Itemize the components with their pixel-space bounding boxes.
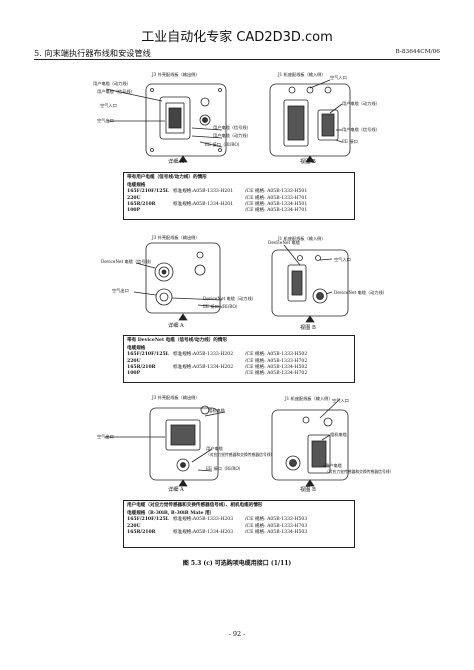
spec-box-3: 用户电缆（对应力觉传感器和交换传感器信号线）、相机电缆的情形 电缆规格（R-30… bbox=[123, 500, 355, 548]
label-air-outlet-3: 空气出口 bbox=[97, 434, 114, 439]
spec-box-title: 用户电缆（对应力觉传感器和交换传感器信号线）、相机电缆的情形 bbox=[127, 503, 263, 508]
view-b-3: 视图 B bbox=[300, 487, 316, 493]
label-air-outlet-2: 空气出口 bbox=[112, 288, 129, 293]
j3-panel-2 bbox=[145, 242, 221, 314]
j3-title-3: J3 外壳配线板（输出侧） bbox=[152, 395, 200, 400]
label-user-cable-right: 用户电缆 bbox=[325, 463, 342, 468]
header-rule bbox=[34, 59, 440, 60]
label-camera-right: 相机电缆 bbox=[330, 432, 347, 437]
label-user-signal: 用户电缆（信号线） bbox=[97, 89, 135, 94]
j1-title-1: J1 机座配线板（输入侧） bbox=[278, 72, 326, 77]
section-heading: 5. 向末端执行器布线和安设管线 bbox=[34, 48, 151, 58]
view-b-1: 视图 B bbox=[300, 159, 316, 165]
label-air-inlet-left: 空气入口 bbox=[100, 103, 117, 108]
label-sensor-note: （对应力觉传感器和交换传感器信号线） bbox=[206, 452, 275, 457]
label-ee-interface: EE 接口（RI/RO） bbox=[205, 142, 242, 147]
document-id: B-83644CM/06 bbox=[395, 49, 440, 55]
label-air-outlet: 空气出口 bbox=[97, 118, 114, 123]
spec-row: 220U/CE 规格: A05B-1333-H703 bbox=[127, 523, 308, 529]
detail-a-2: 详细 A bbox=[168, 323, 184, 329]
label-devicenet-signal: DeviceNet 电缆（信号线） bbox=[101, 259, 154, 264]
label-ee-right: EE 接口 bbox=[342, 139, 358, 144]
j1-title-2: J1 机座配线板（输入侧） bbox=[278, 236, 326, 241]
j1-title-3: J1 机座配线板（输入侧） bbox=[285, 396, 333, 401]
j3-panel-1 bbox=[145, 83, 227, 157]
label-user-power: 用户电缆（动力线） bbox=[93, 81, 131, 86]
view-b-2: 视图 B bbox=[300, 325, 316, 331]
spec-head: 电缆规格 bbox=[127, 183, 146, 189]
label-user-signal-out: 用户电缆（信号线） bbox=[213, 125, 251, 130]
label-devicenet-right: DeviceNet 电缆 bbox=[268, 240, 300, 245]
label-user-power-out: 用户电缆（动力线） bbox=[213, 133, 251, 138]
spec-row: 220U/CE 规格: A05B-1333-H701 bbox=[127, 195, 308, 201]
label-air-inlet-2: 空气入口 bbox=[334, 257, 351, 262]
label-air-inlet-3: 空气入口 bbox=[332, 398, 349, 403]
label-ee-interface-2: EE 接口（RI/RO） bbox=[203, 304, 240, 309]
j3-title-2: J3 外壳配线板（输出侧） bbox=[152, 235, 200, 240]
label-user-cable-3: 用户电缆 bbox=[206, 446, 223, 451]
label-camera-cable: 相机电缆 bbox=[208, 408, 225, 413]
spec-box-2: 带有 DeviceNet 电缆（信号线/动力线）的情形 电缆规格 165F/21… bbox=[123, 335, 355, 383]
spec-head: 电缆规格 bbox=[127, 346, 146, 352]
spec-row: 220U/CE 规格: A05B-1333-H702 bbox=[127, 358, 308, 364]
spec-head: 电缆规格（R-30iB, R-30iB Mate 用） bbox=[127, 511, 215, 517]
label-devicenet-power-right: DeviceNet 电缆（动力线） bbox=[334, 290, 387, 295]
j3-panel-3 bbox=[149, 407, 219, 481]
label-devicenet-power: DeviceNet 电缆（动力线） bbox=[203, 296, 256, 301]
label-sensor-note-right: （对应力觉传感器和交换传感器信号线） bbox=[325, 469, 394, 474]
spec-row: 100P/CE 规格: A05B-1334-H701 bbox=[127, 208, 308, 214]
label-ee-interface-3: EE 接口（RI/RO） bbox=[206, 466, 243, 471]
spec-box-title: 带有用户电缆（信号线/动力线）的情形 bbox=[127, 175, 207, 180]
spec-row: 100P/CE 规格: A05B-1334-H702 bbox=[127, 371, 308, 377]
spec-box-title: 带有 DeviceNet 电缆（信号线/动力线）的情形 bbox=[127, 338, 228, 343]
label-user-power-right: 用户电缆（动力线） bbox=[342, 101, 380, 106]
detail-a-3: 详细 A bbox=[168, 487, 184, 493]
label-air-inlet-right: 空气入口 bbox=[330, 75, 347, 80]
page-number: - 92 - bbox=[228, 630, 246, 638]
label-user-signal-right: 用户电缆（信号线） bbox=[342, 127, 380, 132]
detail-a-1: 详细 A bbox=[168, 159, 184, 165]
watermark: 工业自动化专家 CAD2D3D.com bbox=[141, 30, 333, 45]
figure-caption: 图 5.3 (c) 可选购项电缆用接口 (1/11) bbox=[182, 560, 292, 567]
j3-title-1: J3 外壳配线板（输出侧） bbox=[152, 72, 200, 77]
